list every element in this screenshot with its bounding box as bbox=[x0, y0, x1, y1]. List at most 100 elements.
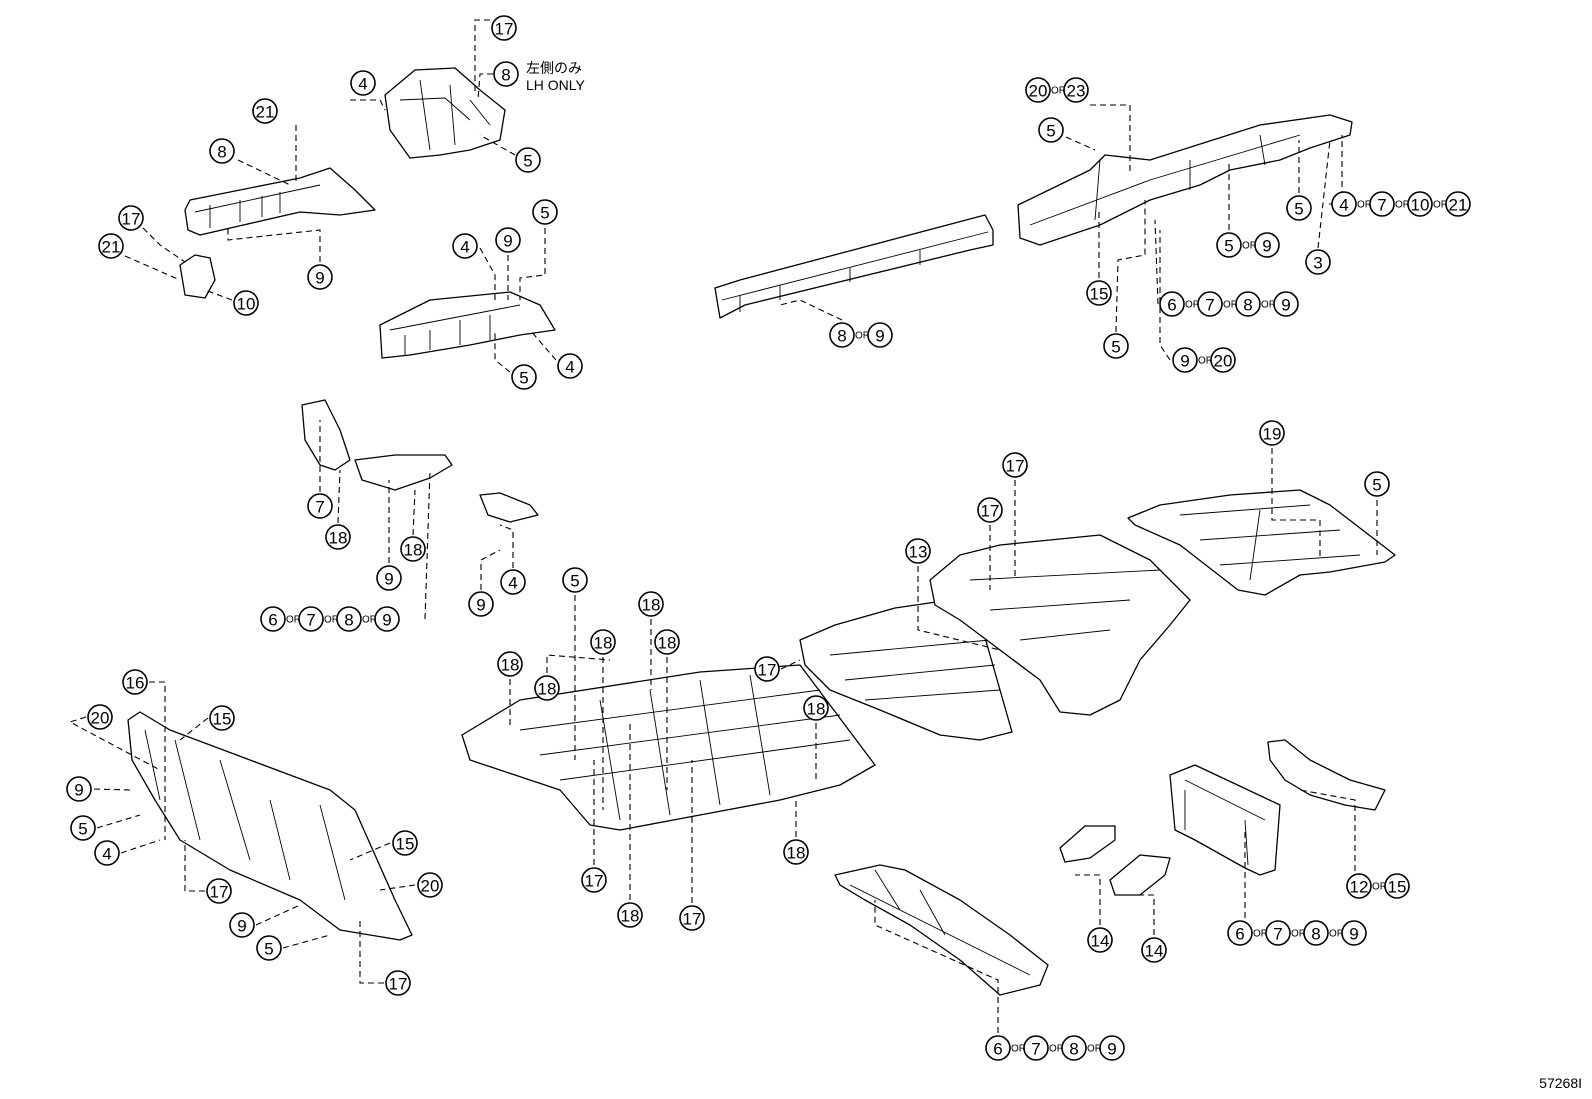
leader-line bbox=[142, 227, 186, 263]
part-number-circle bbox=[307, 264, 333, 290]
part-number: 18 bbox=[807, 700, 826, 719]
part-number: 4 bbox=[102, 845, 111, 864]
part-number: 18 bbox=[621, 907, 640, 926]
part-number: 16 bbox=[126, 674, 145, 693]
part-number-circle bbox=[1341, 920, 1367, 946]
callout-c50: 17 bbox=[679, 905, 705, 931]
or-separator: OR bbox=[286, 615, 301, 626]
part-number-circle bbox=[66, 776, 92, 802]
callout-c33: 9 bbox=[468, 591, 494, 617]
callout-c43: 18 bbox=[497, 651, 523, 677]
leader-line bbox=[1115, 894, 1155, 935]
or-separator: OR bbox=[324, 615, 339, 626]
leader-line bbox=[1090, 104, 1131, 175]
part-number-circle bbox=[562, 567, 588, 593]
callout-c8: 21 bbox=[98, 233, 124, 259]
rear-crossmember-bracket bbox=[1267, 739, 1386, 811]
part-number: 12 bbox=[1350, 878, 1369, 897]
front-floor-pan bbox=[461, 664, 876, 831]
rear-floor-pan bbox=[929, 534, 1191, 716]
part-number: 6 bbox=[1167, 296, 1176, 315]
part-number-circle bbox=[1159, 291, 1185, 317]
callout-c62: 17 bbox=[385, 970, 411, 996]
part-number: 8 bbox=[1243, 296, 1252, 315]
leader-line bbox=[282, 934, 331, 949]
part-number: 5 bbox=[570, 572, 579, 591]
part-number-circle bbox=[1273, 291, 1299, 317]
callout-c22: 15 bbox=[1086, 280, 1112, 306]
or-separator: OR bbox=[1291, 929, 1306, 940]
part-number-circle bbox=[1086, 280, 1112, 306]
part-number-circle bbox=[209, 138, 235, 164]
leader-line bbox=[529, 329, 557, 361]
callout-c59: 20 bbox=[417, 872, 443, 898]
part-number: 8 bbox=[1311, 925, 1320, 944]
callout-c15: 4 bbox=[557, 353, 583, 379]
part-number: 10 bbox=[237, 295, 256, 314]
leader-line bbox=[179, 717, 209, 741]
rear-panel-box bbox=[1169, 764, 1281, 876]
part-number-circle bbox=[1254, 232, 1280, 258]
leader-line bbox=[349, 842, 391, 861]
part-number-circle bbox=[1331, 191, 1357, 217]
leader-line bbox=[337, 469, 341, 524]
leader-line bbox=[379, 884, 416, 891]
leader-line bbox=[350, 99, 386, 111]
part-number: 8 bbox=[344, 611, 353, 630]
part-number: 9 bbox=[875, 327, 884, 346]
part-number: 17 bbox=[495, 20, 514, 39]
part-number-circle bbox=[70, 815, 96, 841]
part-number: 21 bbox=[256, 103, 275, 122]
leader-line bbox=[412, 489, 416, 536]
part-number-circle bbox=[638, 591, 664, 617]
callout-c6: 8 bbox=[209, 138, 235, 164]
part-number-circle bbox=[1141, 937, 1167, 963]
part-number-circle bbox=[325, 524, 351, 550]
part-number-circle bbox=[1172, 347, 1198, 373]
leader-line bbox=[477, 73, 493, 101]
part-number-circle bbox=[1061, 1035, 1087, 1061]
leader-line bbox=[1299, 789, 1356, 871]
part-number-circle bbox=[1025, 77, 1051, 103]
front-side-member bbox=[379, 291, 556, 359]
part-number-circle bbox=[590, 629, 616, 655]
part-number: 5 bbox=[1046, 122, 1055, 141]
leader-line bbox=[359, 920, 384, 984]
leader-line bbox=[480, 549, 501, 590]
leader-line bbox=[1159, 230, 1171, 361]
or-separator: OR bbox=[1357, 200, 1372, 211]
part-number-circle bbox=[1445, 191, 1471, 217]
part-number: 18 bbox=[642, 596, 661, 615]
part-number-circle bbox=[1303, 920, 1329, 946]
part-number: 4 bbox=[358, 75, 367, 94]
part-number-circle bbox=[298, 606, 324, 632]
part-number: 5 bbox=[1372, 476, 1381, 495]
note-japanese: 左側のみ bbox=[526, 60, 582, 76]
part-number: 17 bbox=[122, 210, 141, 229]
part-number: 5 bbox=[1111, 338, 1120, 357]
callout-c47: 18 bbox=[783, 839, 809, 865]
callout-c4: 5 bbox=[515, 147, 541, 173]
callout-c57: 17 bbox=[206, 878, 232, 904]
part-number: 14 bbox=[1091, 932, 1110, 951]
part-number: 5 bbox=[78, 820, 87, 839]
leader-line bbox=[1115, 200, 1146, 333]
callout-c5: 21 bbox=[252, 98, 278, 124]
callout-c58: 15 bbox=[392, 830, 418, 856]
part-number-circle bbox=[1364, 471, 1390, 497]
part-number: 18 bbox=[658, 634, 677, 653]
part-number: 9 bbox=[382, 611, 391, 630]
part-number-circle bbox=[500, 569, 526, 595]
rear-floor-extension bbox=[1127, 489, 1396, 596]
callout-c36: 17 bbox=[1002, 452, 1028, 478]
part-number: 18 bbox=[329, 529, 348, 548]
part-number: 17 bbox=[210, 883, 229, 902]
leader-line bbox=[227, 228, 321, 262]
callout-c48: 17 bbox=[581, 867, 607, 893]
small-crossmember-a bbox=[1059, 825, 1116, 863]
